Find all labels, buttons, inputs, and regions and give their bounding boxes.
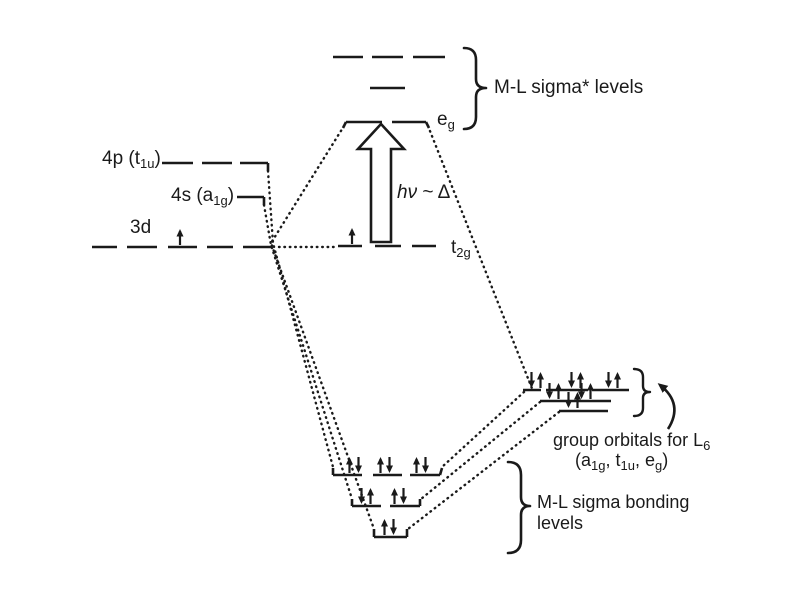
label-4p: 4p (t1u) — [102, 148, 161, 171]
level-bonding-1-line — [331, 467, 444, 477]
connector-4s-to-bonding — [262, 203, 354, 501]
electron-pair-icon — [546, 383, 562, 399]
curved-arrow-icon — [657, 383, 676, 430]
label-4s: 4s (a1g) — [171, 185, 235, 208]
electron-pair-icon — [346, 457, 362, 473]
level-bonding-2-line — [350, 499, 422, 508]
connector-4p-to-bonding — [266, 169, 335, 469]
connector-eg-to-bonding — [269, 124, 376, 531]
level-4p-line — [162, 161, 270, 171]
connector-group3-to-bonding3 — [406, 410, 561, 531]
label-group-orbitals-symmetry: (a1g, t1u, eg) — [575, 450, 669, 473]
label-eg: eg — [437, 109, 455, 132]
transition-block-arrow-icon — [355, 122, 407, 244]
electron-pair-icon — [565, 392, 581, 408]
level-eg-line — [341, 120, 431, 129]
level-4s-line — [237, 195, 266, 205]
bonding-brace-icon — [506, 460, 532, 555]
label-sigma-star-levels: M-L sigma* levels — [494, 77, 644, 98]
label-hv-transition: hν ~ Δ — [397, 182, 451, 203]
electron-pair-icon — [381, 519, 397, 535]
group-orbitals-brace-icon — [632, 367, 652, 418]
electron-pair-icon — [413, 457, 429, 473]
electron-pair-icon — [528, 372, 544, 388]
label-t2g: t2g — [451, 237, 471, 260]
label-3d: 3d — [130, 217, 152, 238]
electron-pair-icon — [578, 383, 594, 399]
connector-group2-to-bonding2 — [419, 400, 542, 501]
electron-pair-icon — [605, 372, 621, 388]
electron-pair-icon — [568, 372, 584, 388]
electron-pair-icon — [358, 488, 374, 504]
electron-pair-icon — [391, 488, 407, 504]
connector-group1-to-bonding1 — [440, 390, 526, 469]
sigma-star-brace-icon — [462, 46, 488, 131]
level-bonding-3-line — [372, 529, 409, 539]
label-group-orbitals: group orbitals for L6 — [553, 430, 711, 453]
connector-eg-to-group — [426, 124, 535, 393]
electron-pair-icon — [377, 457, 393, 473]
